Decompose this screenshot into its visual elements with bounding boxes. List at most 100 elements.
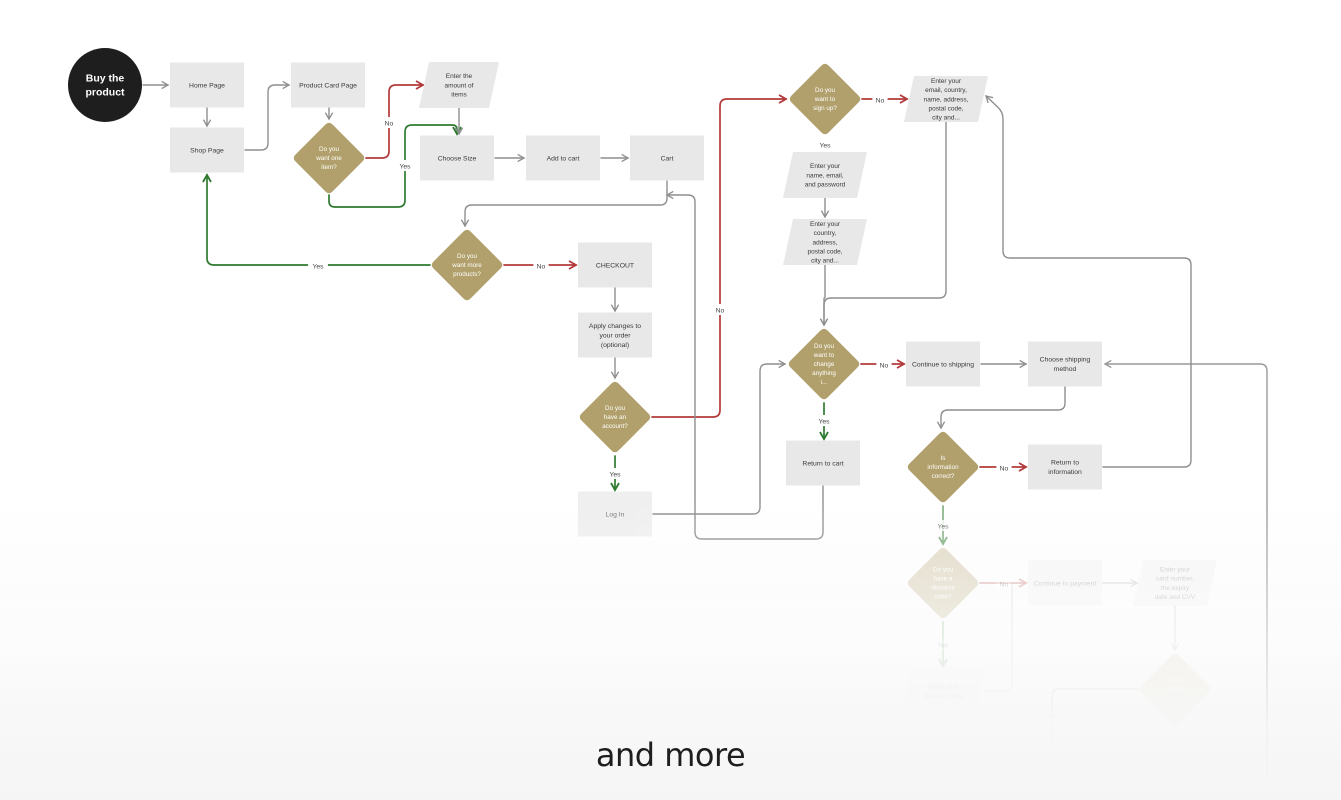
edge-label-one_item_no: No <box>381 117 397 128</box>
node-checkout: CHECKOUT <box>578 242 652 288</box>
node-add_to_cart: Add to cart <box>526 135 600 181</box>
edge-label-text: Yes <box>1044 714 1056 721</box>
edge-label-signup_yes: Yes <box>815 139 835 150</box>
edge-label-info_no: No <box>996 462 1012 473</box>
node-label-return_to_cart: Return to cart <box>802 460 843 467</box>
input-parallelogram <box>904 76 988 122</box>
process-box <box>526 135 600 181</box>
edge-label-signup_no: No <box>872 94 888 105</box>
edge-label-final_yes: Yes <box>1040 710 1060 721</box>
decision-diamond <box>293 121 366 194</box>
edge-label-text: No <box>1000 582 1009 589</box>
edge-label-text: Yes <box>818 419 830 426</box>
process-box <box>1028 444 1102 490</box>
edge-label-text: Yes <box>937 524 949 531</box>
connector-19 <box>819 264 829 327</box>
edge-label-text: No <box>537 264 546 271</box>
node-label-add_to_cart: Add to cart <box>547 155 580 162</box>
edge-label-more_yes: Yes <box>308 260 328 271</box>
input-parallelogram <box>901 668 985 714</box>
edge-label-change_yes: Yes <box>814 415 834 426</box>
edge-label-text: No <box>876 98 885 105</box>
connector-20 <box>819 121 947 327</box>
edge-label-discount_yes: Yes <box>933 639 953 650</box>
node-product_card: Product Card Page <box>291 62 365 108</box>
edge-label-account_no: No <box>712 304 728 315</box>
node-continue_payment: Continue to payment <box>1028 560 1102 606</box>
input-parallelogram <box>419 62 499 108</box>
edge-label-text: No <box>716 308 725 315</box>
node-home: Home Page <box>170 62 244 108</box>
process-box <box>906 341 980 387</box>
edge-label-one_item_yes: Yes <box>395 160 415 171</box>
edge-label-change_no: No <box>876 359 892 370</box>
connector-16 <box>652 359 787 515</box>
input-parallelogram <box>783 152 867 198</box>
edge-label-text: Yes <box>819 143 831 150</box>
process-box <box>420 135 494 181</box>
edge-label-discount_no: No <box>996 578 1012 589</box>
node-label-product_card: Product Card Page <box>299 82 357 89</box>
node-label-checkout: CHECKOUT <box>596 262 634 269</box>
process-box <box>170 62 244 108</box>
connectors <box>142 80 1268 781</box>
connector-9 <box>460 180 668 228</box>
process-box <box>291 62 365 108</box>
connector-10 <box>202 173 431 266</box>
edge-label-text: Yes <box>399 164 411 171</box>
connector-35 <box>1103 359 1268 781</box>
edge-label-account_yes: Yes <box>605 468 625 479</box>
start-terminal <box>68 48 142 122</box>
node-label-cart: Cart <box>661 155 674 162</box>
edge-label-text: Yes <box>609 472 621 479</box>
process-box <box>630 135 704 181</box>
footer-caption: and more <box>595 736 746 774</box>
edge-label-more_no: No <box>533 260 549 271</box>
node-label-log_in: Log In <box>606 511 625 518</box>
process-box <box>578 312 652 358</box>
node-label-continue_shipping: Continue to shipping <box>912 361 974 368</box>
decision-diamond <box>431 228 504 301</box>
node-choose_size: Choose Size <box>420 135 494 181</box>
decision-diamond <box>907 430 980 503</box>
node-continue_shipping: Continue to shipping <box>906 341 980 387</box>
process-box <box>786 440 860 486</box>
edge-label-text: Yes <box>937 643 949 650</box>
process-box <box>1028 341 1102 387</box>
decision-diamond <box>579 380 652 453</box>
edge-label-text: No <box>385 121 394 128</box>
node-shop: Shop Page <box>170 127 244 173</box>
node-label-continue_payment: Continue to payment <box>1034 580 1097 587</box>
connector-15 <box>651 94 788 418</box>
node-log_in: Log In <box>578 491 652 537</box>
connector-2 <box>244 80 291 151</box>
connector-25 <box>936 386 1066 430</box>
node-label-choose_size: Choose Size <box>438 155 477 162</box>
